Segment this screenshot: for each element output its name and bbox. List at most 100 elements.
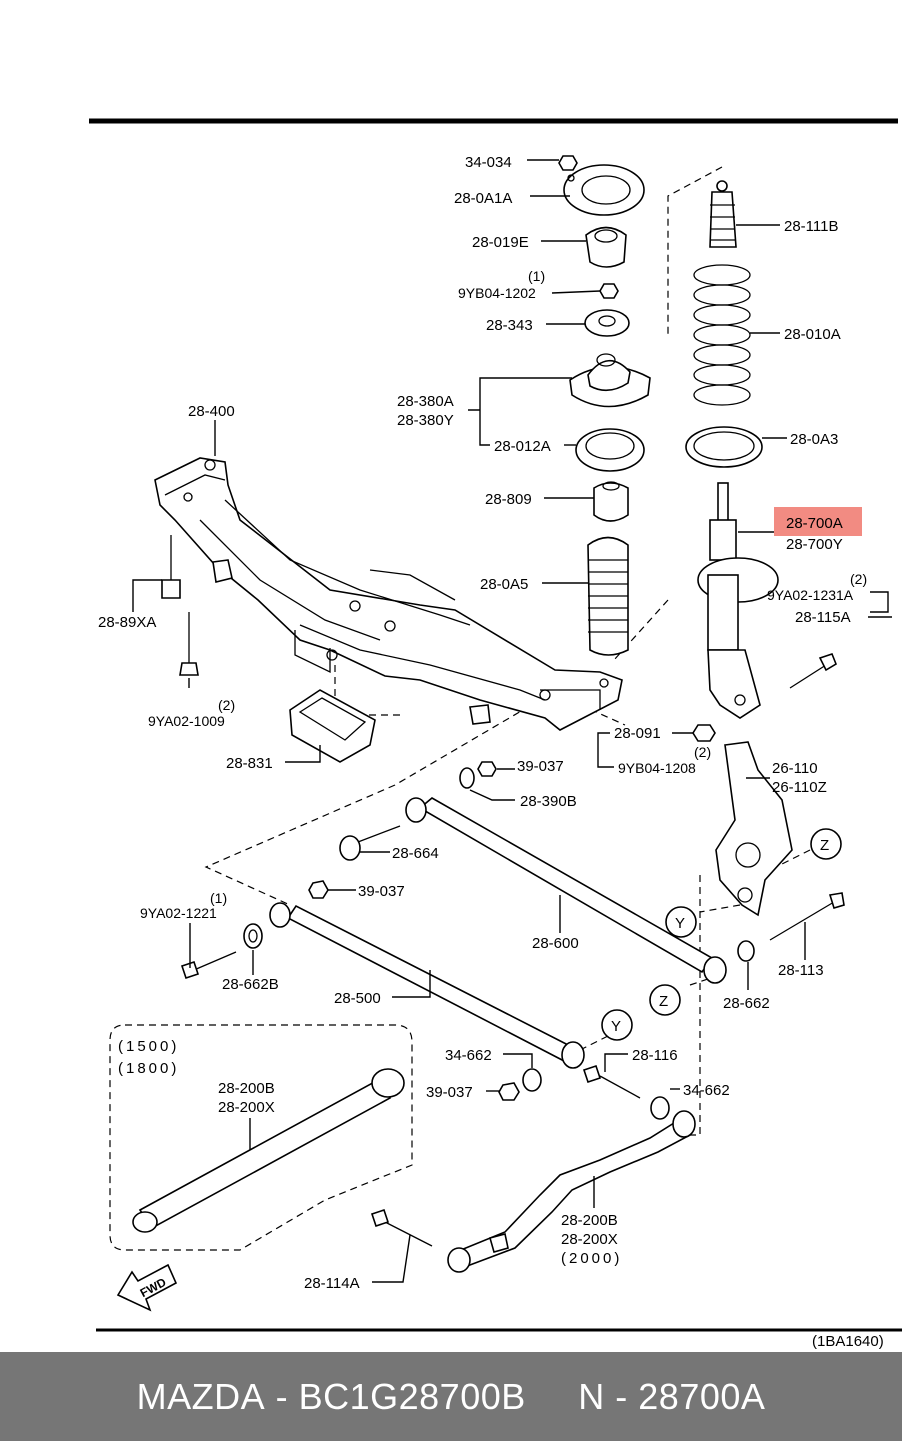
footer-brand: MAZDA: [136, 1375, 266, 1417]
bump-stop-28-111b: [709, 180, 737, 248]
label-variant-1500: (1500): [118, 1038, 179, 1055]
label-28-500: 28-500: [334, 990, 381, 1007]
label-variant-1800: (1800): [118, 1060, 179, 1077]
label-28-380y: 28-380Y: [397, 412, 454, 429]
washer-28-343: [584, 309, 630, 337]
label-qty-1-a: (1): [528, 268, 545, 284]
label-qty-1-b: (1): [210, 890, 227, 906]
label-ref-y-1: Y: [675, 915, 685, 932]
label-9yb04-1208: 9YB04-1208: [618, 760, 696, 776]
label-28-010a: 28-010A: [784, 326, 841, 343]
bolt-28-116: [582, 1064, 641, 1099]
label-28-662: 28-662: [723, 995, 770, 1012]
nut-28-091: [692, 724, 716, 742]
bump-rubber-28-019e: [585, 226, 627, 268]
bushing-28-831: [289, 689, 376, 763]
bolt-28-115a: [789, 653, 837, 689]
label-28-664: 28-664: [392, 845, 439, 862]
label-34-662-a: 34-662: [445, 1047, 492, 1064]
label-34-034: 34-034: [465, 154, 512, 171]
label-28-831: 28-831: [226, 755, 273, 772]
mount-plate-28-0a1a: [563, 164, 645, 216]
bolt-28-664: [339, 825, 401, 861]
footer-part-number: BC1G28700B: [298, 1375, 526, 1417]
lateral-link-28-200b-inset: [132, 1068, 405, 1233]
label-28-200x-inset: 28-200X: [218, 1099, 275, 1116]
nut-34-034: [558, 155, 578, 171]
footer-note: N - 28700A: [578, 1375, 766, 1417]
inset-variant-box: [109, 1024, 413, 1251]
label-28-200b-inset: 28-200B: [218, 1080, 275, 1097]
shock-absorber-28-700a: [697, 482, 779, 719]
label-28-0a1a: 28-0A1A: [454, 190, 512, 207]
strut-mount-28-380a: [569, 353, 651, 408]
washer-34-662-a: [522, 1068, 542, 1092]
label-variant-2000: (2000): [561, 1250, 622, 1267]
footer-gap: [526, 1376, 579, 1418]
label-39-037-c: 39-037: [426, 1084, 473, 1101]
bushing-28-390b: [459, 767, 475, 789]
label-28-400: 28-400: [188, 403, 235, 420]
upper-seat-28-012a: [575, 428, 645, 472]
bolt-28-89xa: [161, 535, 181, 599]
bound-stopper-28-809: [593, 481, 629, 522]
label-28-390b: 28-390B: [520, 793, 577, 810]
spring-seat-28-0a3: [685, 426, 763, 468]
part-number-banner: MAZDA - BC1G28700B N - 28700A: [0, 1352, 902, 1441]
ref-circles: [601, 828, 842, 1041]
label-28-700a: 28-700A: [786, 515, 843, 532]
link-28-500: [269, 902, 585, 1069]
dust-boot-28-0a5: [587, 536, 629, 656]
label-28-380a: 28-380A: [397, 393, 454, 410]
bolt-9ya02-1009: [179, 612, 199, 676]
label-28-115a: 28-115A: [795, 609, 851, 626]
label-26-110: 26-110: [772, 760, 818, 777]
label-9ya02-1221: 9YA02-1221: [140, 905, 217, 921]
label-28-113: 28-113: [778, 962, 824, 979]
label-28-700y: 28-700Y: [786, 536, 843, 553]
label-ref-y-2: Y: [611, 1018, 621, 1035]
label-ref-z-2: Z: [659, 993, 668, 1010]
label-26-110z: 26-110Z: [772, 779, 827, 796]
washer-28-662b: [243, 923, 263, 949]
bolt-28-113: [769, 892, 845, 941]
label-9ya02-1009: 9YA02-1009: [148, 713, 225, 729]
nut-39-037-a: [477, 761, 497, 777]
label-28-0a5: 28-0A5: [480, 576, 528, 593]
label-9ya02-1231a: 9YA02-1231A: [767, 587, 854, 603]
label-28-343: 28-343: [486, 317, 533, 334]
highlight-box: [774, 507, 862, 536]
label-qty-2-a: (2): [850, 571, 867, 587]
label-28-114a: 28-114A: [304, 1275, 360, 1292]
knuckle-26-110: [715, 741, 793, 917]
label-qty-2-c: (2): [694, 744, 711, 760]
label-28-0a3: 28-0A3: [790, 431, 838, 448]
trailing-link-28-200b: [447, 1110, 696, 1273]
nut-39-037-c: [498, 1082, 520, 1101]
coil-spring-28-010a: [693, 264, 751, 406]
nut-9yb04-1202: [599, 283, 619, 299]
forward-arrow-icon: [116, 1263, 178, 1312]
footer-separator: -: [265, 1375, 299, 1417]
label-28-200x: 28-200X: [561, 1231, 618, 1248]
crossmember-28-400: [154, 457, 623, 731]
washer-28-662: [737, 940, 755, 962]
exploded-parts-diagram: 34-034 28-0A1A 28-019E (1) 9YB04-1202 28…: [89, 118, 902, 1350]
label-9yb04-1202: 9YB04-1202: [458, 285, 536, 301]
label-28-200b: 28-200B: [561, 1212, 618, 1229]
label-28-091: 28-091: [614, 725, 661, 742]
label-ref-z-1: Z: [820, 837, 829, 854]
label-28-89xa: 28-89XA: [98, 614, 156, 631]
leader-lines: [132, 159, 892, 1283]
label-28-012a: 28-012A: [494, 438, 551, 455]
bolt-28-114a: [370, 1208, 433, 1247]
link-28-600: [405, 797, 727, 984]
label-39-037-b: 39-037: [358, 883, 405, 900]
label-28-019e: 28-019E: [472, 234, 529, 251]
label-diagram-ref: (1BA1640): [812, 1333, 884, 1350]
label-28-600: 28-600: [532, 935, 579, 952]
label-28-809: 28-809: [485, 491, 532, 508]
label-qty-2-b: (2): [218, 697, 235, 713]
label-28-116: 28-116: [632, 1047, 678, 1064]
label-34-662-b: 34-662: [683, 1082, 730, 1099]
